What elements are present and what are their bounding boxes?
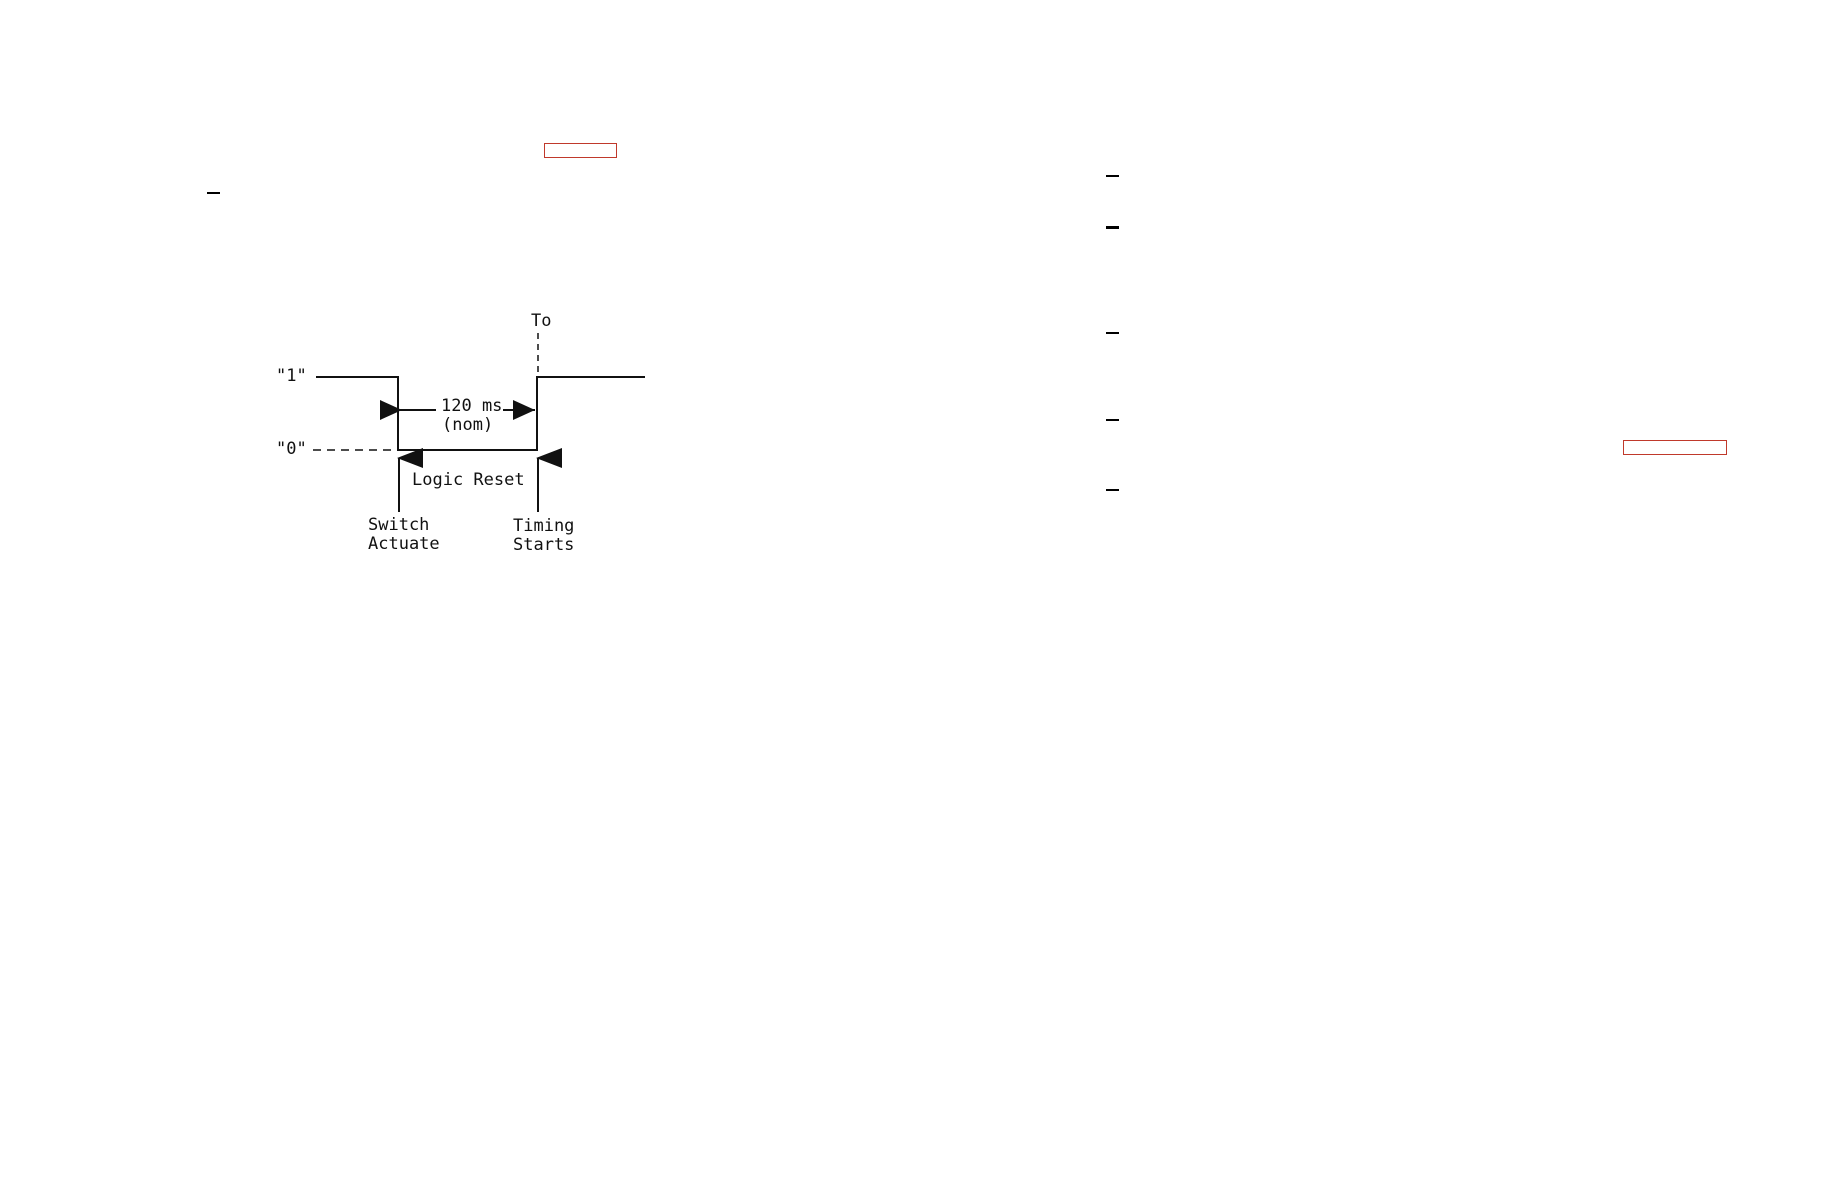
- switch-actuate-label-line1: Switch: [368, 515, 429, 535]
- timing-starts-label-line2: Starts: [513, 535, 574, 555]
- signal-waveform: [316, 376, 645, 451]
- to-label: To: [531, 311, 551, 331]
- margin-mark-right-2: [1106, 226, 1119, 229]
- duration-nominal-label: (nom): [442, 415, 493, 435]
- level-high-label: "1": [276, 366, 307, 386]
- margin-mark-right-1: [1106, 175, 1119, 177]
- margin-mark-right-5: [1106, 489, 1119, 491]
- switch-actuate-label-line2: Actuate: [368, 534, 440, 554]
- margin-mark-right-3: [1106, 332, 1119, 334]
- margin-mark-left: [207, 192, 220, 194]
- margin-mark-right-4: [1106, 419, 1119, 421]
- reference-link-top[interactable]: [544, 143, 617, 158]
- duration-label: 120 ms: [441, 396, 502, 416]
- reference-link-right[interactable]: [1623, 440, 1727, 455]
- timing-starts-label-line1: Timing: [513, 516, 574, 536]
- level-low-label: "0": [276, 439, 307, 459]
- logic-reset-label: Logic Reset: [412, 470, 525, 490]
